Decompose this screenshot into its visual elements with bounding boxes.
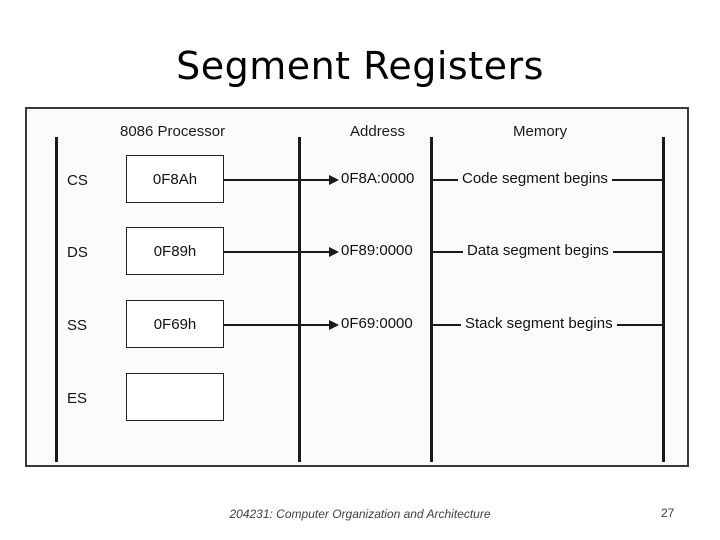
processor-right-line [298, 137, 301, 462]
address-ss: 0F69:0000 [341, 315, 413, 332]
address-ds: 0F89:0000 [341, 242, 413, 259]
arrow-line-ss [224, 324, 332, 326]
slide-footer: 204231: Computer Organization and Archit… [229, 507, 491, 521]
memory-right-line [662, 137, 665, 462]
register-value-ss: 0F69h [153, 315, 197, 333]
memory-header: Memory [513, 123, 568, 140]
register-label-es: ES [67, 390, 88, 407]
register-value-cs: 0F8Ah [152, 170, 198, 188]
address-header: Address [350, 123, 406, 140]
arrow-head-ds [329, 247, 339, 257]
diagram-frame: 8086 Processor Address Memory CS 0F8Ah 0… [25, 107, 689, 467]
register-box-ss: 0F69h [126, 300, 224, 348]
address-cs: 0F8A:0000 [341, 170, 415, 187]
arrow-line-cs [224, 179, 332, 181]
memory-left-line [430, 137, 433, 462]
register-label-cs: CS [67, 172, 88, 189]
arrow-line-ds [224, 251, 332, 253]
register-box-ds: 0F89h [126, 227, 224, 275]
register-box-es [126, 373, 224, 421]
register-label-ds: DS [67, 244, 88, 261]
memory-label-ss: Stack segment begins [461, 315, 617, 332]
memory-label-cs: Code segment begins [458, 170, 612, 187]
register-value-ds: 0F89h [153, 242, 197, 260]
memory-label-ds: Data segment begins [463, 242, 613, 259]
arrow-head-ss [329, 320, 339, 330]
processor-left-line [55, 137, 58, 462]
slide-title: Segment Registers [176, 44, 544, 88]
register-label-ss: SS [67, 317, 88, 334]
register-box-cs: 0F8Ah [126, 155, 224, 203]
page-number: 27 [661, 506, 675, 520]
arrow-head-cs [329, 175, 339, 185]
processor-header: 8086 Processor [120, 123, 226, 140]
